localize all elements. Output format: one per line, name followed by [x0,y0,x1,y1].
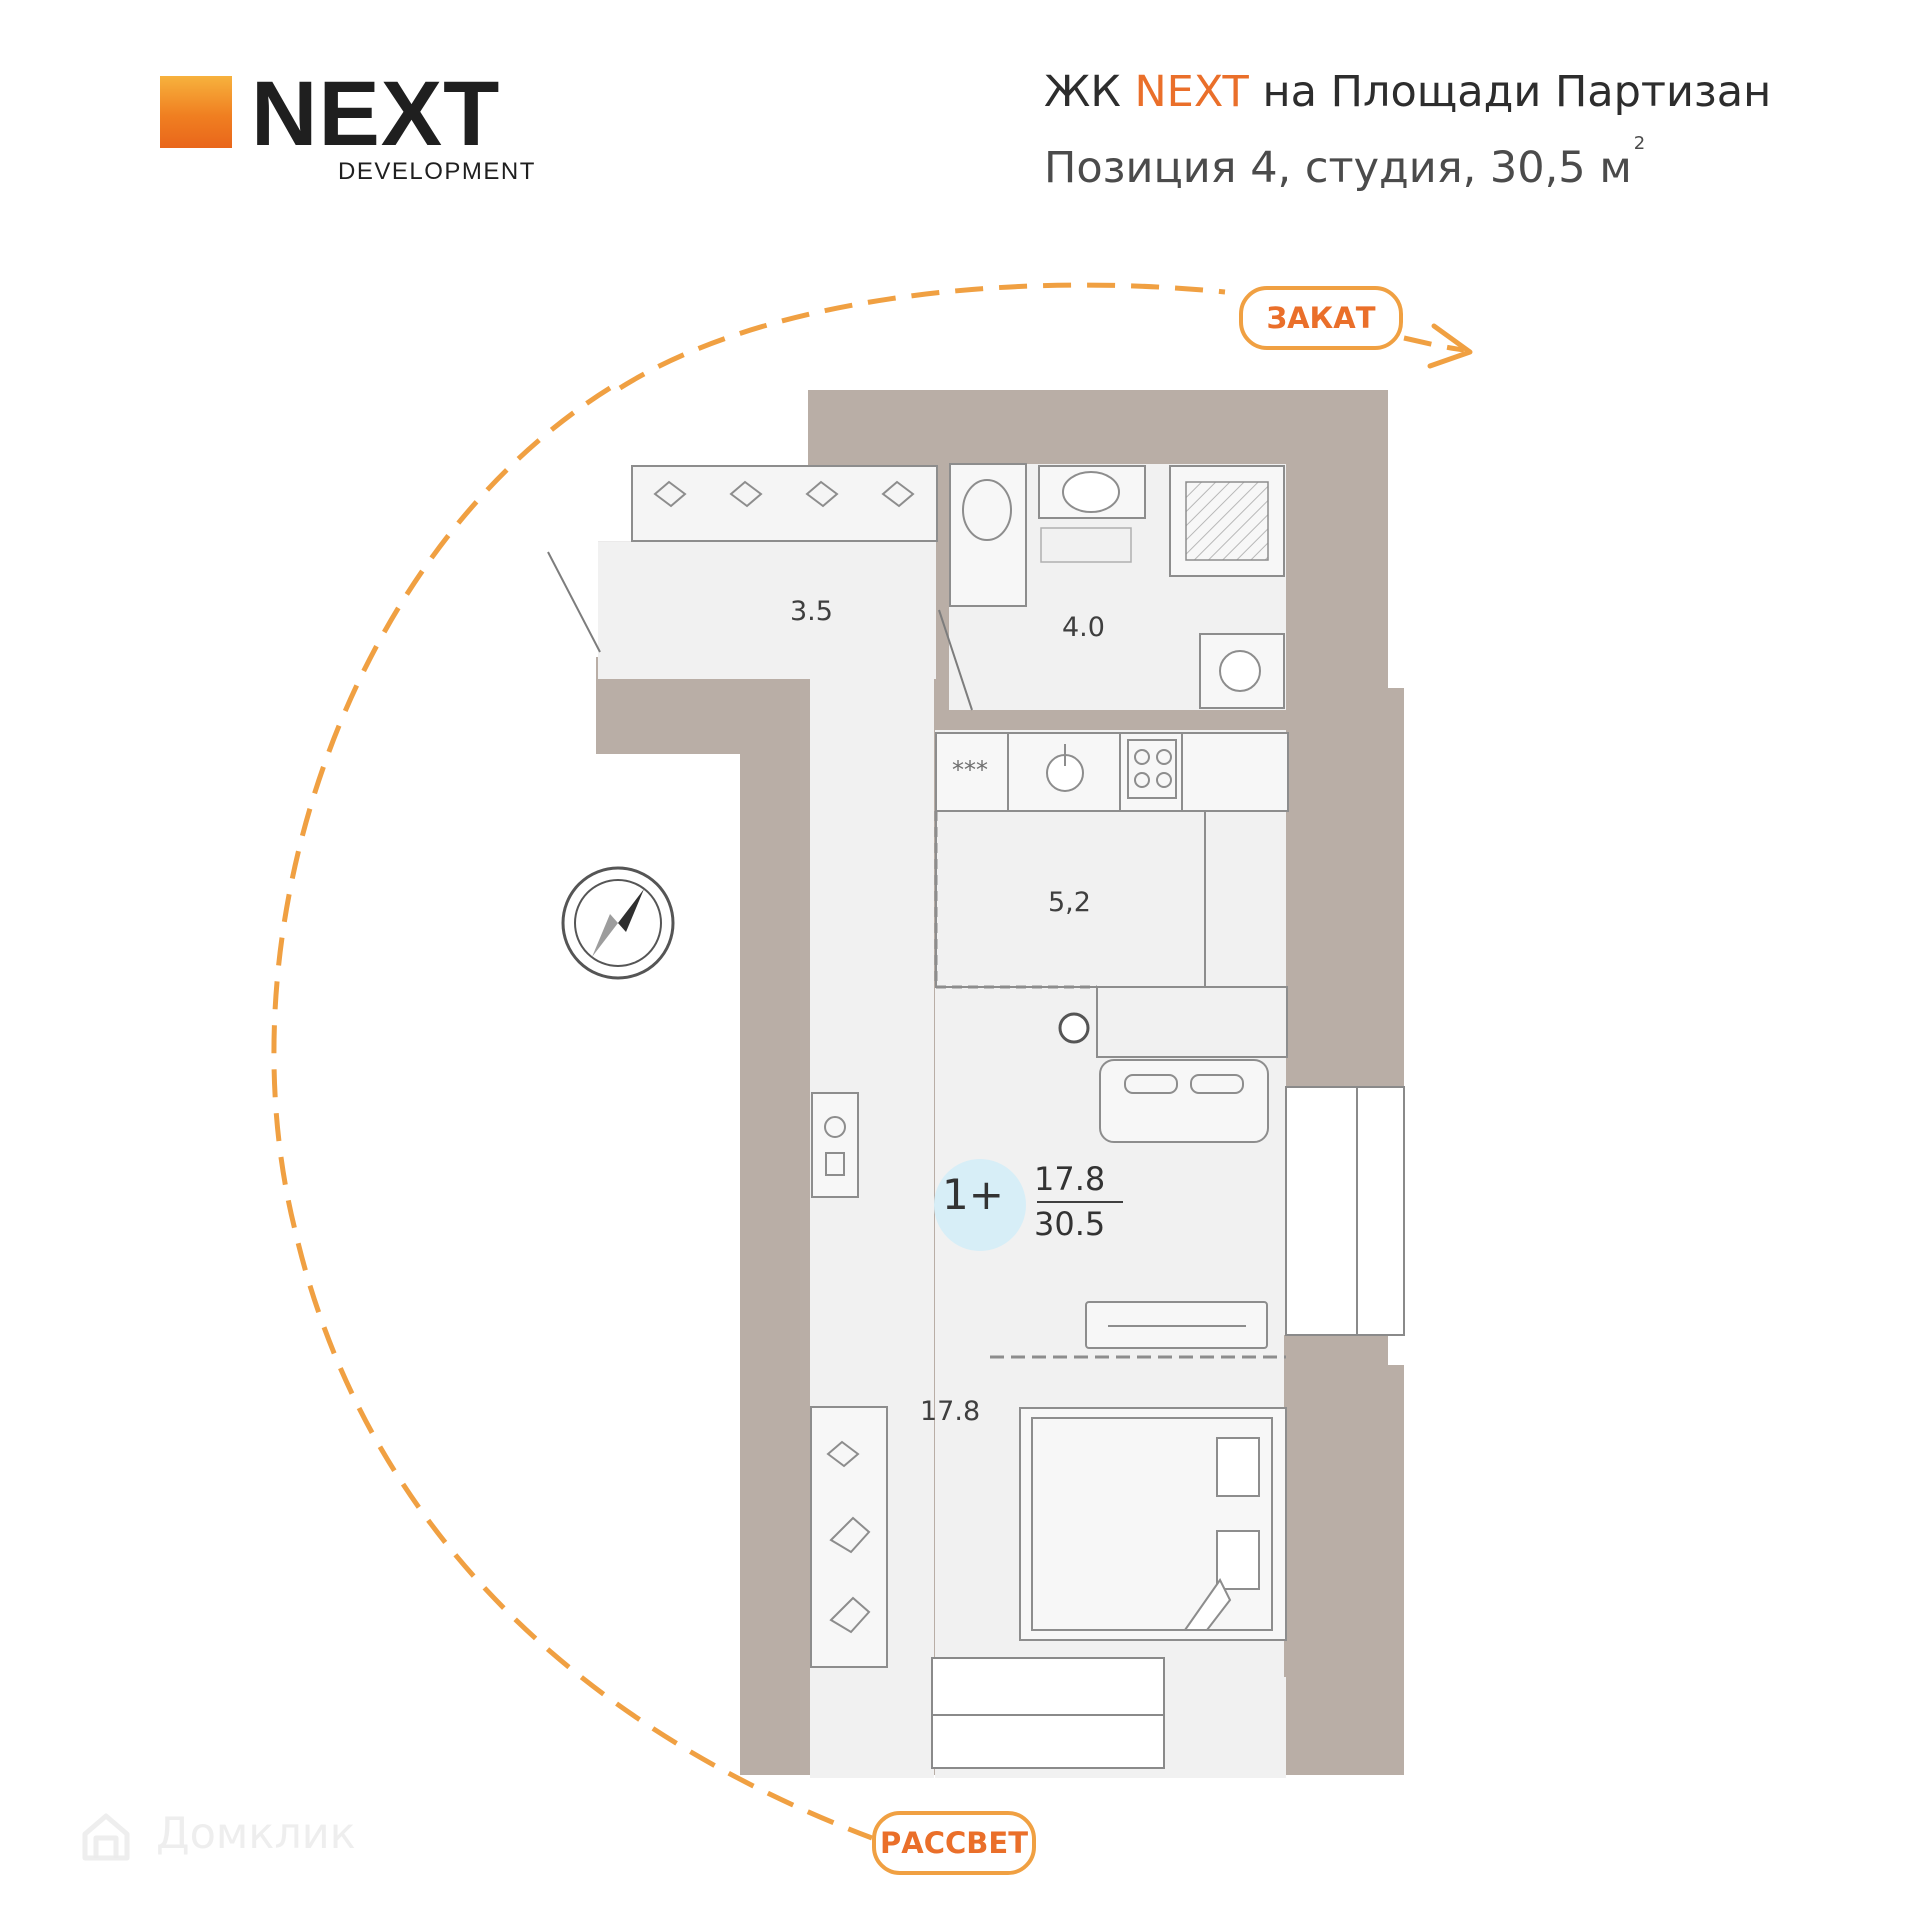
subtitle-main: Позиция 4, студия, 30,5 м [1044,143,1632,193]
entrance-door [548,552,600,652]
title-rest: на Площади Партизан [1249,67,1771,117]
apartment-type: 1+ [942,1170,1004,1219]
subtitle-unit-power: 2 [1634,133,1645,154]
kitchen-counter [936,733,1288,811]
kitchen-area-label: 5,2 [1048,887,1091,918]
summary-living-area: 17.8 [1034,1160,1105,1198]
sofa [1100,1060,1268,1142]
hall-wardrobe [632,466,937,541]
living-cabinet [1097,987,1287,1057]
shower-tray [1186,482,1268,560]
pillow-top [1217,1438,1259,1496]
sunset-label: ЗАКАТ [1239,286,1403,350]
hall-area-label: 3.5 [790,596,833,627]
hall-floor [598,541,936,679]
storage-cabinet [812,1093,858,1197]
home-icon [77,1808,135,1866]
sink-icon [1063,472,1119,512]
bath-wall-bottom [936,710,1286,730]
fridge-stars-icon: *** [952,756,988,784]
living-area-label: 17.8 [920,1396,980,1427]
sunrise-label: РАССВЕТ [872,1811,1036,1875]
sun-path-top [620,285,1225,388]
window-bottom [932,1658,1164,1768]
bath-area-label: 4.0 [1062,612,1105,643]
lamp-icon [1060,1014,1088,1042]
logo-brand: NEXT [251,68,500,160]
logo-square-icon [160,76,232,148]
page-title: ЖК NEXT на Площади Партизан [1044,68,1771,117]
title-brand: NEXT [1135,67,1249,117]
bedroom-wardrobe [811,1407,887,1667]
watermark-text: Домклик [156,1809,356,1859]
summary-total-area: 30.5 [1034,1205,1105,1243]
pillow-bottom [1217,1531,1259,1589]
brand-logo: NEXT DEVELOPMENT [160,76,570,188]
logo-subtitle: DEVELOPMENT [338,158,536,186]
title-prefix: ЖК [1044,67,1135,117]
toilet-icon [963,480,1011,540]
window-right [1286,1087,1404,1335]
washing-machine-drum [1220,651,1260,691]
